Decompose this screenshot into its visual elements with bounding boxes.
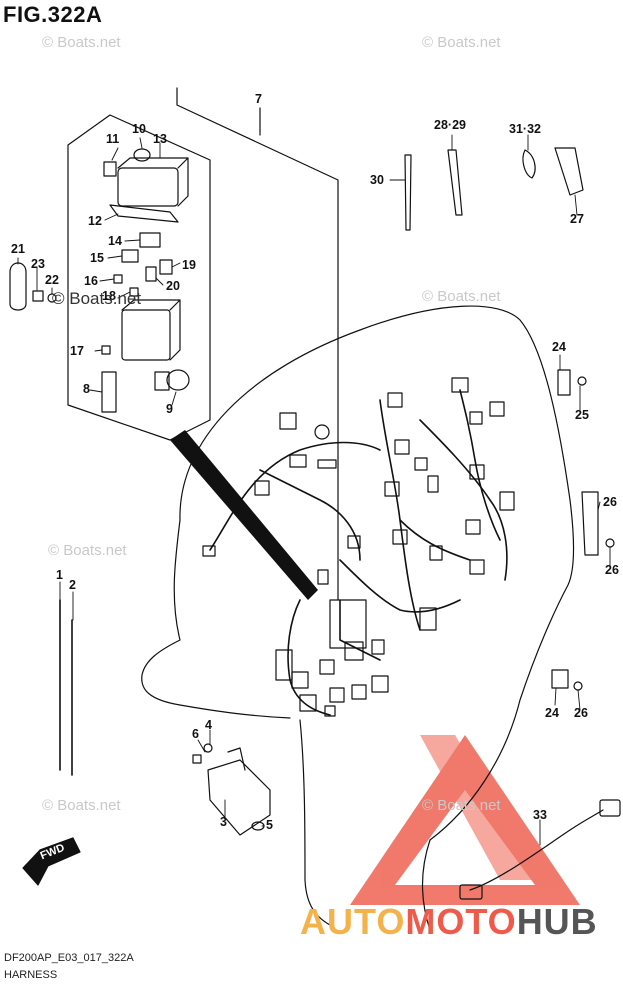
callout-7: 7 (255, 92, 262, 106)
callout-15: 15 (90, 251, 104, 265)
fwd-arrow-icon (22, 837, 81, 886)
watermark: © Boats.net (52, 289, 142, 308)
leader-lines (17, 134, 611, 846)
callout-3: 3 (220, 815, 227, 829)
callout-21: 21 (11, 242, 25, 256)
callout-22: 22 (45, 273, 59, 287)
wire-harness (59, 389, 508, 776)
callout-23: 23 (31, 257, 45, 271)
engine-cowling (141, 305, 575, 931)
callout-26-lower: 26 (574, 706, 588, 720)
callout-26-middle: 26 (605, 563, 619, 577)
pointer-wedge (170, 430, 318, 600)
callout-2: 2 (69, 578, 76, 592)
callout-18: 18 (102, 289, 116, 303)
callout-26-upper: 25 (575, 408, 589, 422)
callout-10: 10 (132, 122, 146, 136)
callout-5: 5 (266, 818, 273, 832)
callout-12: 12 (88, 214, 102, 228)
section-name: HARNESS (4, 969, 58, 981)
callout-20: 20 (166, 279, 180, 293)
watermark: © Boats.net (422, 34, 501, 51)
callout-9: 9 (166, 402, 173, 416)
bottom-bracket (192, 743, 271, 836)
callout-14: 14 (108, 234, 122, 248)
callout-25: 26 (603, 495, 617, 509)
callout-17: 17 (70, 344, 84, 358)
callout-11: 11 (106, 132, 120, 146)
figure-title: FIG.322A (3, 2, 103, 27)
callout-27: 27 (570, 212, 584, 226)
harness-connectors (202, 377, 515, 717)
group-7-bracket (67, 87, 339, 601)
callout-28-29: 28·29 (434, 118, 466, 132)
watermark: © Boats.net (422, 797, 501, 814)
callout-16: 16 (84, 274, 98, 288)
callout-24-upper: 24 (552, 340, 566, 354)
callout-13: 13 (153, 132, 167, 146)
automotohub-logo: AUTOMOTOHUB (300, 901, 598, 942)
right-brackets (404, 147, 615, 691)
callout-1: 1 (56, 568, 63, 582)
callout-6: 6 (192, 727, 199, 741)
callout-4: 4 (205, 718, 212, 732)
watermark: © Boats.net (42, 34, 121, 51)
callout-24-lower: 24 (545, 706, 559, 720)
callout-31-32: 31·32 (509, 122, 541, 136)
watermark: © Boats.net (422, 288, 501, 305)
watermark: © Boats.net (48, 542, 127, 559)
model-code: DF200AP_E03_017_322A (4, 952, 134, 964)
callout-19: 19 (182, 258, 196, 272)
callout-8: 8 (83, 382, 90, 396)
callout-33: 33 (533, 808, 547, 822)
callout-30: 30 (370, 173, 384, 187)
cable-33 (459, 799, 621, 900)
watermark: © Boats.net (42, 797, 121, 814)
